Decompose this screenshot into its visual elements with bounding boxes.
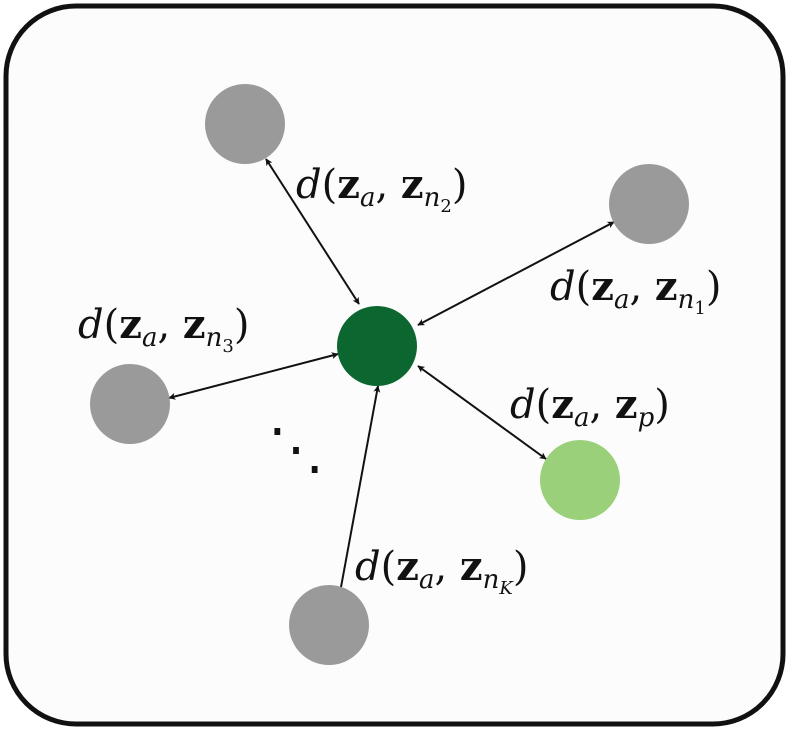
label-distance-n3: d(za, zn3) — [78, 301, 249, 357]
negative-node-n1 — [609, 164, 689, 244]
arrow-anchor-n2 — [265, 158, 360, 305]
negative-node-n3 — [90, 364, 170, 444]
arrow-anchor-n1 — [417, 221, 615, 326]
ellipsis: ⋱ — [268, 417, 324, 482]
label-distance-n2: d(za, zn2) — [296, 161, 467, 217]
arrow-anchor-nK — [336, 385, 381, 599]
negative-node-n2 — [205, 84, 285, 164]
label-distance-n1: d(za, zn1) — [550, 263, 721, 319]
positive-node — [540, 440, 620, 520]
label-distance-positive: d(za, zp) — [510, 381, 670, 433]
arrow-anchor-positive — [417, 365, 547, 460]
label-distance-nK: d(za, znK) — [355, 543, 528, 599]
negative-node-nK — [289, 585, 369, 665]
anchor-node — [337, 306, 417, 386]
arrow-anchor-n3 — [168, 352, 339, 400]
